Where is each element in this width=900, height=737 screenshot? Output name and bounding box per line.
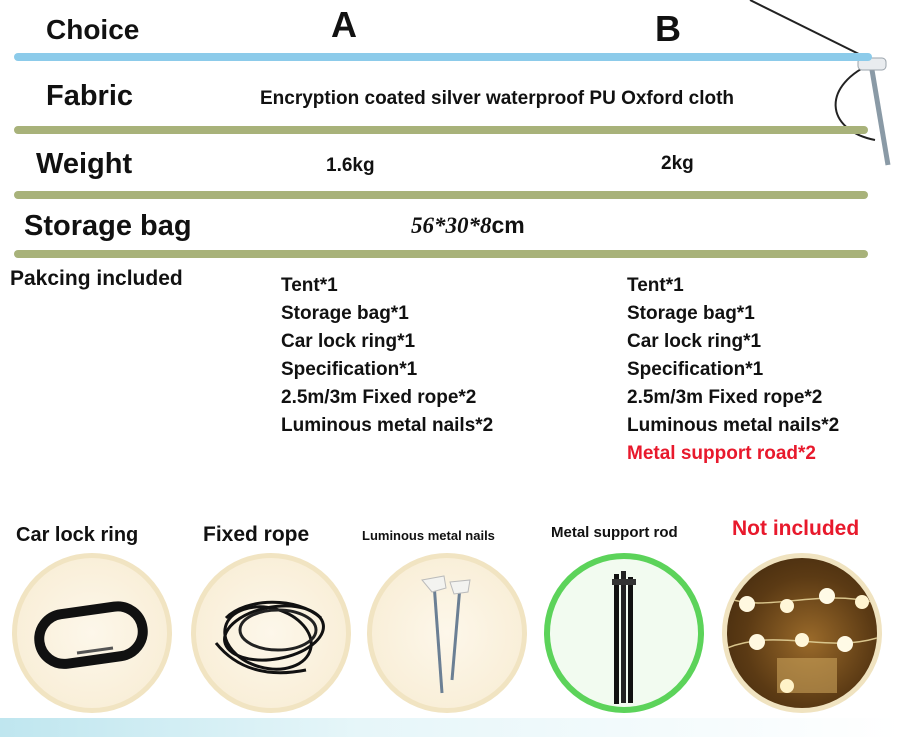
list-item: Storage bag*1 <box>627 303 755 324</box>
carabiner-icon <box>34 601 148 669</box>
choice-label: Choice <box>46 14 140 45</box>
list-item: Specification*1 <box>281 359 418 380</box>
fixed-rope-caption: Fixed rope <box>203 523 310 546</box>
packing-list-b: Tent*1 Storage bag*1 Car lock ring*1 Spe… <box>627 272 839 468</box>
list-item: Tent*1 <box>627 275 684 296</box>
list-item: Luminous metal nails*2 <box>281 415 494 436</box>
luminous-nails-caption: Luminous metal nails <box>362 528 495 543</box>
weight-label: Weight <box>36 148 133 180</box>
list-item: Car lock ring*1 <box>627 331 762 352</box>
list-item: Metal support road*2 <box>627 443 816 464</box>
string-lights-icon <box>727 588 877 693</box>
fabric-value: Encryption coated silver waterproof PU O… <box>260 88 735 109</box>
storage-bag-value: 56*30*8cm <box>411 212 525 239</box>
column-a-header: A <box>331 4 357 45</box>
fabric-label: Fabric <box>46 80 134 112</box>
tent-nails-icon <box>421 575 471 694</box>
car-lock-ring-image <box>12 553 172 713</box>
packing-list-a: Tent*1 Storage bag*1 Car lock ring*1 Spe… <box>281 272 493 440</box>
list-item: Tent*1 <box>281 275 338 296</box>
list-item: Storage bag*1 <box>281 303 409 324</box>
weight-a-value: 1.6kg <box>326 155 375 176</box>
divider-bar <box>14 250 868 258</box>
packing-included-label: Pakcing included <box>10 267 183 290</box>
list-item: Luminous metal nails*2 <box>627 415 840 436</box>
tent-stake-icon <box>749 0 891 166</box>
car-lock-ring-caption: Car lock ring <box>16 524 139 546</box>
divider-bar <box>14 126 868 134</box>
list-item: 2.5m/3m Fixed rope*2 <box>627 387 823 408</box>
string-lights-image <box>722 553 882 713</box>
luminous-nails-image <box>367 553 527 713</box>
support-rod-caption: Metal support rod <box>551 524 678 541</box>
storage-bag-unit: cm <box>491 212 525 238</box>
weight-b-value: 2kg <box>661 153 694 174</box>
decorative-swoosh <box>0 718 900 737</box>
not-included-caption: Not included <box>732 517 860 540</box>
list-item: 2.5m/3m Fixed rope*2 <box>281 387 477 408</box>
rope-coil-icon <box>214 600 325 675</box>
support-rod-image <box>544 553 704 713</box>
fixed-rope-image <box>191 553 351 713</box>
storage-bag-dimensions: 56*30*8 <box>411 213 492 238</box>
support-rod-icon <box>612 571 636 704</box>
column-b-header: B <box>655 8 681 49</box>
storage-bag-label: Storage bag <box>24 210 192 242</box>
divider-bar <box>14 191 868 199</box>
divider-bar <box>14 53 872 61</box>
list-item: Car lock ring*1 <box>281 331 416 352</box>
list-item: Specification*1 <box>627 359 764 380</box>
